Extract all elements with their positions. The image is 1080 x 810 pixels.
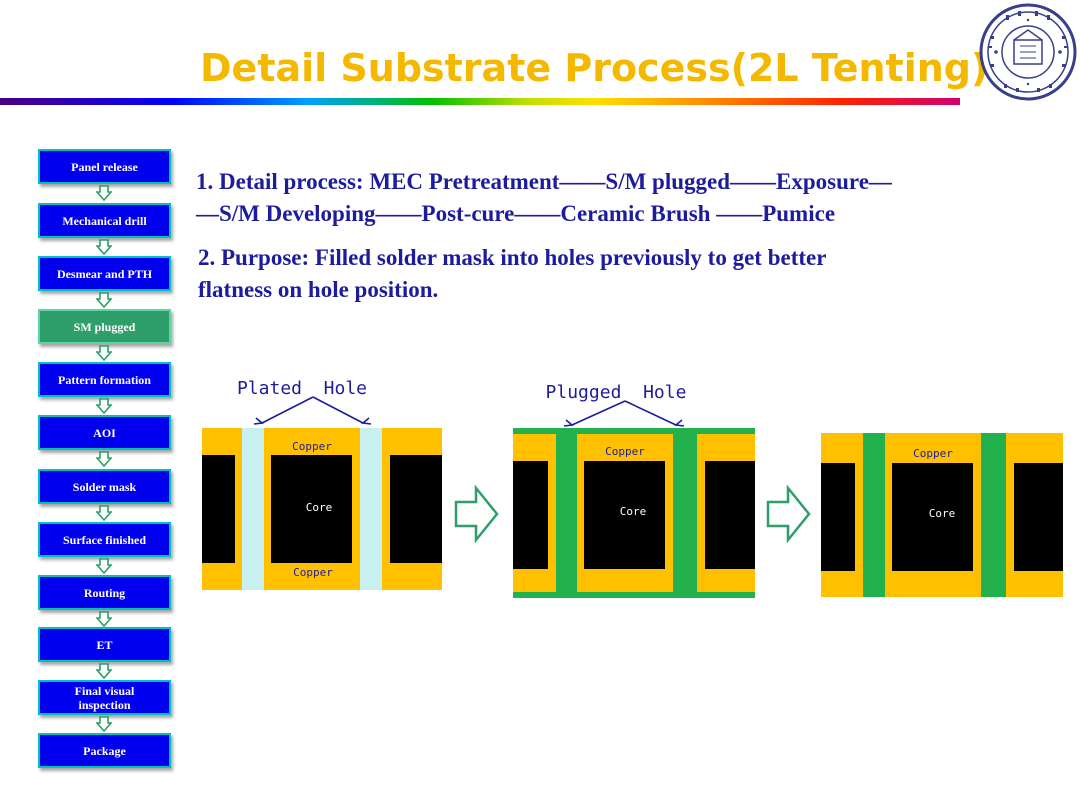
page-title: Detail Substrate Process(2L Tenting) (200, 46, 989, 90)
plugged-hole-label: Plugged Hole (546, 382, 687, 403)
flow-step-surface-finished: Surface finished (38, 522, 171, 557)
flow-step-aoi: AOI (38, 415, 171, 450)
cross-section-diagram: Copper Core Copper Plated Hole Copper Co… (202, 378, 1063, 598)
process-arrow-1 (454, 484, 499, 544)
plugged-hole-pointer (571, 400, 677, 426)
flow-step-package: Package (38, 733, 171, 768)
flow-step-sm-plugged: SM plugged (38, 309, 171, 344)
plated-hole-pointer (261, 396, 364, 424)
core-label: Core (929, 507, 956, 520)
flow-step-mechanical-drill: Mechanical drill (38, 203, 171, 238)
process-arrow-2 (766, 484, 811, 544)
flow-step-routing: Routing (38, 575, 171, 610)
copper-label: Copper (605, 445, 645, 458)
flow-down-arrow-icon (96, 611, 112, 627)
hole-left (242, 428, 264, 590)
flow-down-arrow-icon (96, 185, 112, 201)
copper-label-bottom: Copper (293, 566, 333, 579)
flow-step-solder-mask: Solder mask (38, 469, 171, 504)
flow-down-arrow-icon (96, 451, 112, 467)
copper-label: Copper (913, 447, 953, 460)
copper-label-top: Copper (292, 440, 332, 453)
flow-down-arrow-icon (96, 505, 112, 521)
flow-step-pattern-formation: Pattern formation (38, 362, 171, 397)
detail-process-line-1: 1. Detail process: MEC Pretreatment——S/M… (196, 169, 892, 194)
flow-down-arrow-icon (96, 558, 112, 574)
plated-hole-label: Plated Hole (237, 378, 367, 399)
core-label: Core (306, 501, 333, 514)
detail-process-line-2: —S/M Developing——Post-cure——Ceramic Brus… (196, 201, 836, 226)
hole-right (360, 428, 382, 590)
core-right (390, 455, 442, 563)
flow-down-arrow-icon (96, 398, 112, 414)
purpose-line-1: 2. Purpose: Filled solder mask into hole… (198, 245, 827, 270)
flow-down-arrow-icon (96, 716, 112, 732)
plated-hole-panel: Copper Core Copper Plated Hole (202, 378, 442, 590)
flow-down-arrow-icon (96, 345, 112, 361)
flow-down-arrow-icon (96, 239, 112, 255)
flow-step-final-visual-inspection: Final visual inspection (38, 680, 171, 715)
university-seal-logo (978, 2, 1078, 102)
flow-down-arrow-icon (96, 663, 112, 679)
flow-step-desmear-and-pth: Desmear and PTH (38, 256, 171, 291)
core-left (202, 455, 235, 563)
flow-step-et: ET (38, 627, 171, 662)
purpose-line-2: flatness on hole position. (198, 277, 439, 302)
flow-down-arrow-icon (96, 292, 112, 308)
core-center (271, 455, 352, 563)
flow-step-panel-release: Panel release (38, 149, 171, 184)
finished-panel: Copper Core (821, 433, 1063, 597)
title-underline (0, 98, 960, 105)
core-label: Core (620, 505, 647, 518)
plugged-hole-panel: Copper Core Plugged Hole (513, 382, 755, 598)
